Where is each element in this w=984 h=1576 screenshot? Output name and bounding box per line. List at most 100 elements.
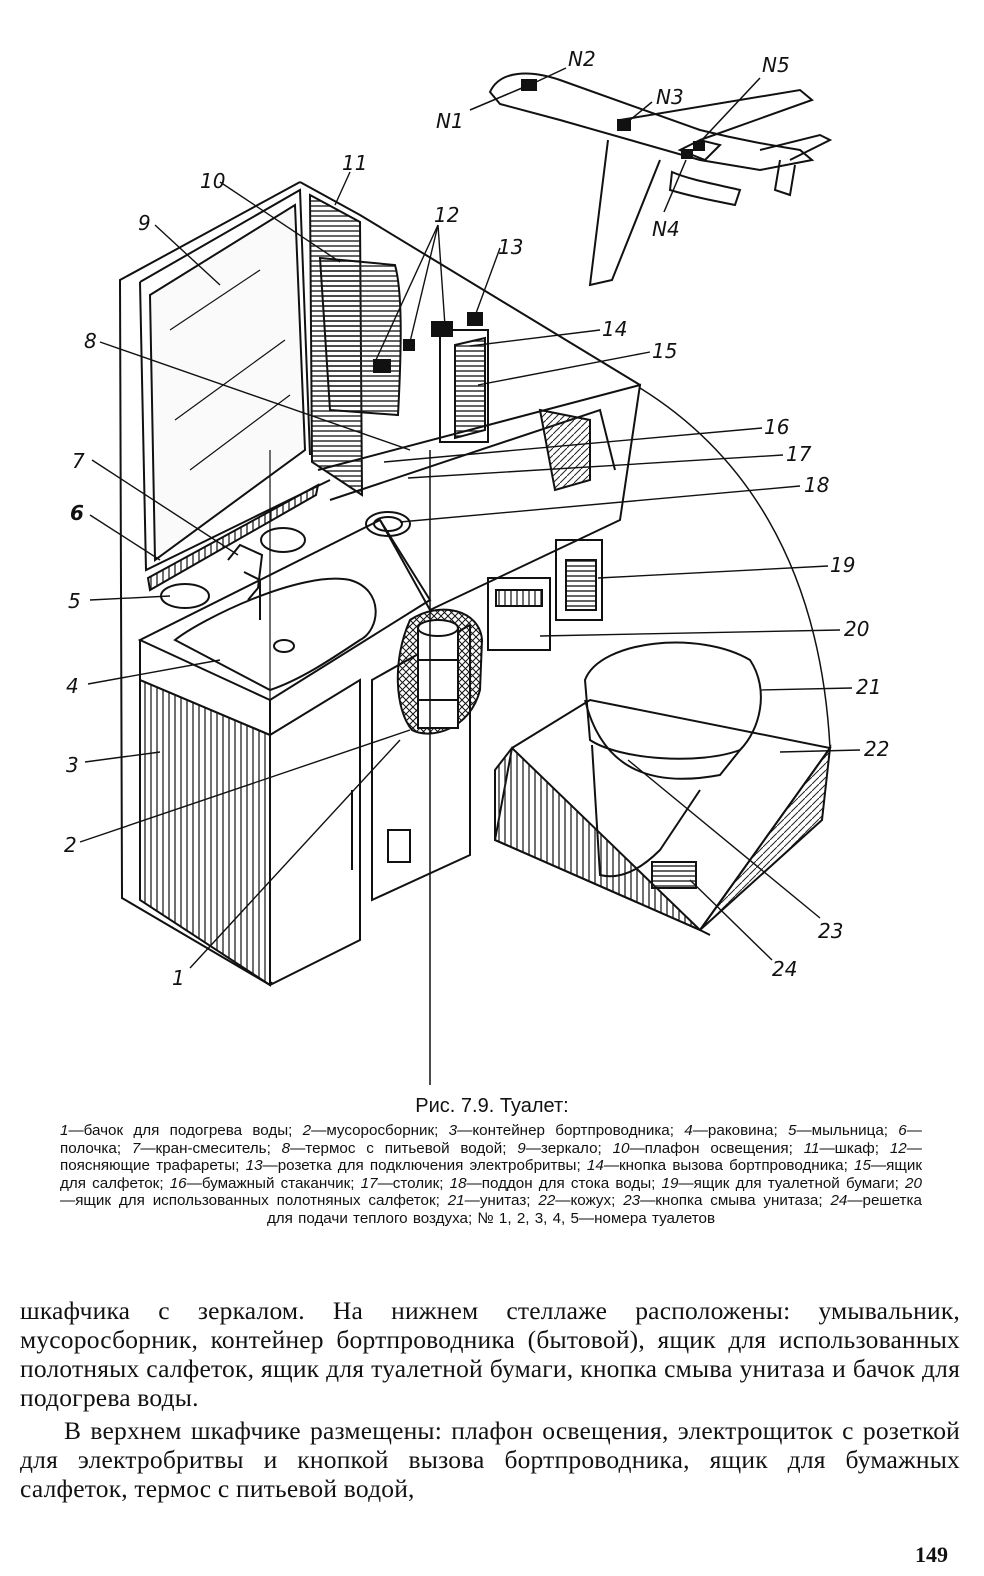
legend-text: кнопка вызова бортпроводника; — [619, 1157, 848, 1175]
toilet-figure: 1 2 3 4 5 6 7 8 9 10 11 12 13 14 15 16 1… — [64, 47, 889, 1085]
legend-number: 8 — [281, 1139, 291, 1157]
legend-number: 23 — [623, 1192, 641, 1210]
legend-dash: — — [678, 1174, 694, 1192]
legend-text: поясняющие трафареты; — [60, 1157, 240, 1175]
legend-number: 7 — [131, 1139, 141, 1157]
legend-number: 24 — [830, 1192, 848, 1210]
legend-number: 20 — [905, 1174, 922, 1192]
legend-entry: 12 — поясняющие трафареты; — [60, 1140, 922, 1175]
figure-caption-title: Рис. 7.9. Туалет: — [415, 1095, 569, 1117]
label-18: 18 — [804, 473, 829, 497]
legend-text: плафон освещения; — [644, 1139, 793, 1157]
label-1: 1 — [172, 966, 185, 990]
legend-dash: — — [555, 1192, 571, 1210]
legend-number: 3 — [448, 1122, 458, 1139]
label-6: 6 — [70, 501, 84, 525]
legend-entry: 8—термос с питьевой водой; — [282, 1140, 507, 1157]
label-21: 21 — [856, 675, 881, 699]
legend-number: 14 — [586, 1157, 604, 1175]
legend-entry: 3—контейнер бортпроводника; — [449, 1122, 674, 1139]
legend-dash: — — [60, 1192, 76, 1210]
legend-entry: 15 —ящик для салфеток; — [60, 1157, 922, 1192]
legend-number: 5 — [787, 1122, 797, 1139]
label-14: 14 — [602, 317, 627, 341]
leader-lines — [79, 171, 861, 969]
legend-text: розетка для подключения электробритвы; — [277, 1157, 581, 1175]
legend-number: 15 — [854, 1157, 871, 1175]
legend-entry: 2—мусоросборник; — [303, 1122, 439, 1139]
legend-dash: — — [377, 1174, 393, 1192]
label-12: 12 — [434, 203, 459, 227]
legend-dash: — — [629, 1139, 645, 1157]
legend-dash: — — [906, 1122, 922, 1139]
legend-text: ящик для салфеток; — [60, 1157, 922, 1192]
legend-entry: 11—шкаф; — [804, 1140, 879, 1157]
legend-entry: 21—унитаз; — [448, 1192, 531, 1209]
legend-dash: — — [640, 1192, 656, 1210]
page-number: 149 — [915, 1542, 948, 1567]
legend-entry: 19—ящик для туалетной бумаги; — [662, 1175, 899, 1192]
legend-dash: — — [457, 1122, 473, 1139]
legend-number: 13 — [245, 1157, 263, 1175]
label-22: 22 — [864, 737, 889, 761]
legend-number: 1 — [60, 1122, 69, 1139]
label-16: 16 — [764, 415, 789, 439]
legend-dash: — — [692, 1122, 708, 1139]
legend-text: контейнер бортпроводника; — [472, 1122, 674, 1139]
legend-entry: 13—розетка для подключения электробритвы… — [246, 1157, 581, 1174]
legend-text: бачок для подогрева воды; — [83, 1122, 293, 1139]
aircraft-sketch — [469, 67, 833, 287]
legend-number: 4 — [684, 1122, 693, 1139]
legend-text: поддон для стока воды; — [481, 1174, 656, 1192]
legend-dash: — — [311, 1122, 327, 1139]
label-17: 17 — [786, 442, 812, 466]
legend-number: 12 — [889, 1139, 907, 1157]
legend-number: 9 — [517, 1139, 526, 1157]
label-19: 19 — [830, 553, 855, 577]
legend-tail: № 1, 2, 3, 4, 5—номера туалетов — [477, 1209, 716, 1227]
label-n5: N5 — [762, 53, 790, 77]
label-9: 9 — [138, 211, 151, 235]
part-labels: 1 2 3 4 5 6 7 8 9 10 11 12 13 14 15 16 1… — [64, 47, 889, 990]
label-8: 8 — [84, 329, 97, 353]
legend-text: ящик для использованных полотняных салфе… — [75, 1192, 440, 1210]
legend-dash: — — [847, 1192, 863, 1210]
body-text: шкафчика с зеркалом. На нижнем стеллаже … — [20, 1296, 960, 1503]
legend-dash: — — [186, 1174, 202, 1192]
legend-entry: 10—плафон освещения; — [613, 1140, 793, 1157]
legend-entry: 5—мыльница; — [788, 1122, 888, 1139]
legend-text: кран-смеситель; — [155, 1139, 271, 1157]
legend-text: мыльница; — [811, 1122, 888, 1139]
legend-dash: — — [796, 1122, 812, 1139]
label-7: 7 — [72, 449, 85, 473]
legend-entry: 22—кожух; — [538, 1192, 615, 1209]
legend-entry: 4—раковина; — [684, 1122, 777, 1139]
label-20: 20 — [844, 617, 869, 641]
legend-text: термос с питьевой водой; — [305, 1139, 507, 1157]
toilet-illustration: 1 2 3 4 5 6 7 8 9 10 11 12 13 14 15 16 1… — [64, 47, 889, 1085]
legend-number: 19 — [661, 1174, 679, 1192]
paragraph-2: В верхнем шкафчике размещены: плафон осв… — [20, 1416, 960, 1503]
legend-number: 11 — [803, 1139, 820, 1157]
label-13: 13 — [498, 235, 523, 259]
legend-dash: — — [525, 1139, 541, 1157]
label-n3: N3 — [656, 85, 684, 109]
legend-entry: 24—решетка для подачи теплого воздуха; — [267, 1192, 922, 1227]
legend-dash: — — [464, 1192, 480, 1210]
legend-text: раковина; — [707, 1122, 778, 1139]
legend-number: 21 — [447, 1192, 465, 1210]
figure-legend: 1—бачок для подогрева воды; 2—мусоросбор… — [60, 1122, 922, 1228]
legend-dash: — — [603, 1157, 619, 1175]
legend-entry: 6—полочка; — [60, 1122, 922, 1157]
label-11: 11 — [342, 151, 367, 175]
legend-number: 16 — [169, 1174, 187, 1192]
legend-number: 18 — [449, 1174, 467, 1192]
legend-text: унитаз; — [479, 1192, 531, 1210]
legend-dash: — — [290, 1139, 306, 1157]
legend-dash: — — [819, 1139, 835, 1157]
legend-entry: 23—кнопка смыва унитаза; — [623, 1192, 822, 1209]
label-5: 5 — [68, 589, 81, 613]
legend-entry: 18—поддон для стока воды; — [450, 1175, 656, 1192]
legend-dash: — — [262, 1157, 278, 1175]
